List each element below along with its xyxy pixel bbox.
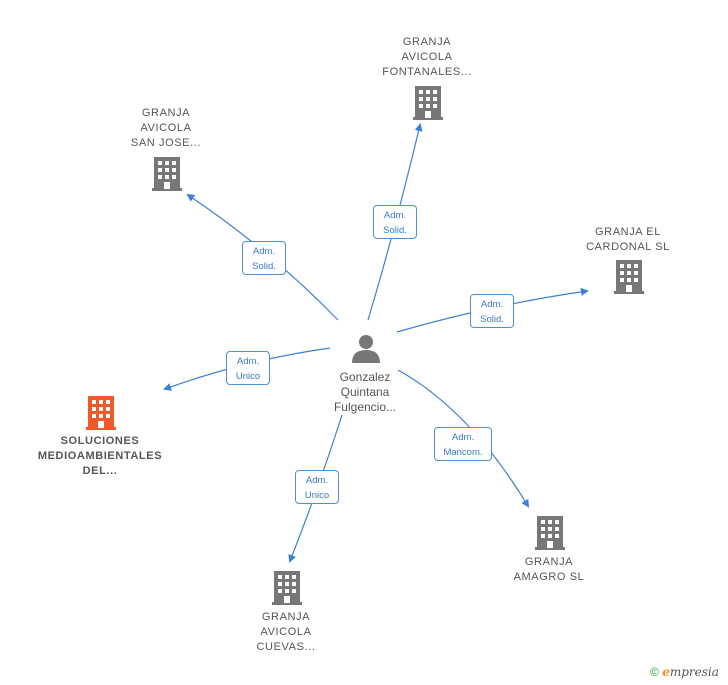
building-icon-cardonal[interactable] bbox=[614, 260, 644, 294]
edge-amagro bbox=[397, 369, 530, 508]
node-label-cuevas[interactable]: GRANJA AVICOLA CUEVAS... bbox=[256, 611, 316, 653]
building-icon-fontanales[interactable] bbox=[413, 86, 443, 120]
edge-label-cardonal[interactable]: Adm. Solid. bbox=[470, 294, 514, 328]
edge-label-cuevas[interactable]: Adm. Unico bbox=[295, 470, 339, 504]
brand-name: mpresia bbox=[669, 665, 719, 679]
copyright-symbol: © bbox=[650, 665, 659, 679]
edge-label-fontanales[interactable]: Adm. Solid. bbox=[373, 205, 417, 239]
building-icon-sanjose[interactable] bbox=[152, 157, 182, 191]
node-label-cardonal[interactable]: GRANJA EL CARDONAL SL bbox=[586, 226, 670, 253]
center-person-label[interactable]: Gonzalez Quintana Fulgencio... bbox=[333, 370, 397, 414]
footer-brand[interactable]: © empresia bbox=[650, 665, 719, 679]
person-icon bbox=[352, 335, 380, 363]
building-icon-amagro[interactable] bbox=[535, 516, 565, 550]
building-icon-soluciones[interactable] bbox=[86, 396, 116, 430]
brand-initial: e bbox=[662, 665, 670, 679]
node-label-fontanales[interactable]: GRANJA AVICOLA FONTANALES... bbox=[382, 36, 472, 78]
edge-label-amagro[interactable]: Adm. Mancom. bbox=[434, 427, 492, 461]
node-label-soluciones[interactable]: SOLUCIONES MEDIOAMBIENTALES DEL... bbox=[37, 435, 163, 477]
edge-label-soluciones[interactable]: Adm. Unico bbox=[226, 351, 270, 385]
node-label-sanjose[interactable]: GRANJA AVICOLA SAN JOSE... bbox=[130, 107, 202, 149]
building-icon-cuevas[interactable] bbox=[272, 571, 302, 605]
edge-label-sanjose[interactable]: Adm. Solid. bbox=[242, 241, 286, 275]
node-label-amagro[interactable]: GRANJA AMAGRO SL bbox=[513, 556, 585, 583]
